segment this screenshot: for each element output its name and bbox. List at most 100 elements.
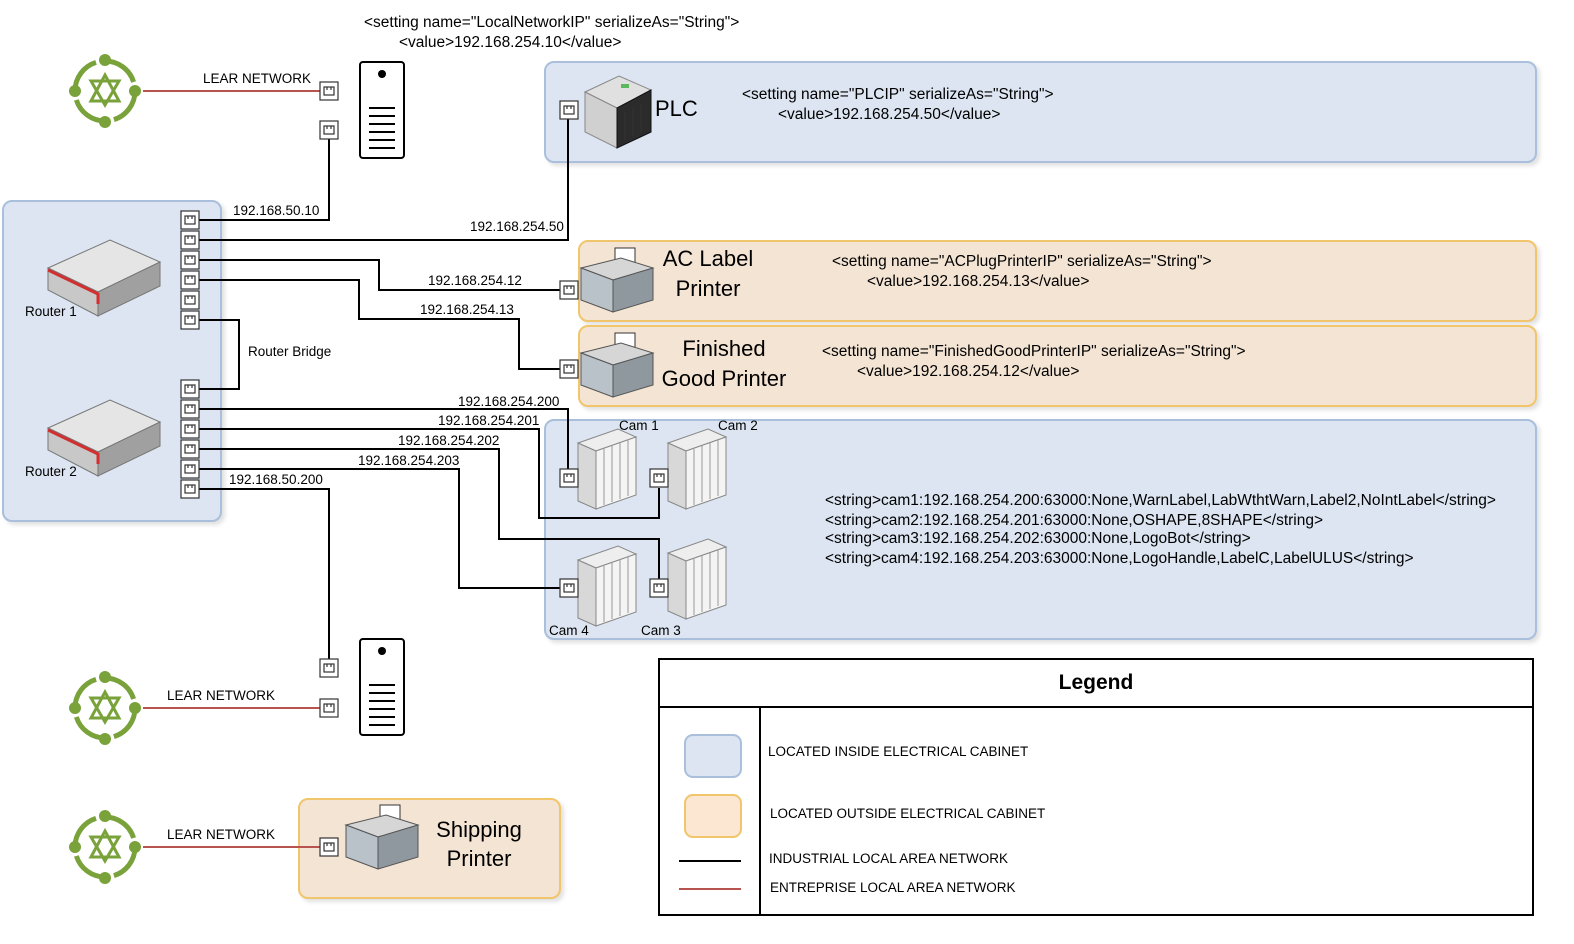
shipping-printer-label-line2: Printer [446,846,512,871]
cam4-label: Cam 4 [549,623,589,638]
camera-icon-1 [576,428,638,510]
port-icon [180,230,200,250]
network-label-top: LEAR NETWORK [203,71,312,86]
ac-printer-label-line2: Printer [675,276,741,301]
router-icon-2 [46,399,162,477]
ac-printer-xml-line1: <setting name="ACPlugPrinterIP" serializ… [832,253,1212,270]
ip-ac-printer: 192.168.254.12 [428,273,522,288]
link-router2-cam3 [199,448,660,580]
port-icon [559,468,579,488]
port-icon [559,100,579,120]
fg-printer-label-line1: Finished [682,336,766,361]
ac-printer-label-line1: AC Label [662,246,754,271]
port-icon [559,578,579,598]
link-router2-cam1 [199,408,569,469]
fg-printer-label-line2: Good Printer [661,366,787,391]
plc-icon [583,75,653,149]
port-icon [180,250,200,270]
camera-icon-4 [576,545,638,627]
legend-divider [759,706,761,914]
camera-icon-3 [666,538,728,620]
fg-printer-xml-line2: <value>192.168.254.12</value> [857,363,1080,380]
server-top-xml-line2: <value>192.168.254.10</value> [399,34,622,51]
link-router2-cam4 [199,468,560,589]
network-label-middle: LEAR NETWORK [167,688,276,703]
fg-printer-xml-line1: <setting name="FinishedGoodPrinterIP" se… [822,343,1246,360]
plc-xml-line1: <setting name="PLCIP" serializeAs="Strin… [742,86,1054,103]
camera-config-line2: <string>cam2:192.168.254.201:63000:None,… [825,512,1324,529]
port-icon [180,419,200,439]
printer-icon-fg [579,332,655,398]
port-icon [319,658,339,678]
ac-label-printer-zone [578,240,1537,322]
legend-swatch-outside [684,794,742,838]
legend-swatch-inside [684,734,742,778]
port-icon [180,310,200,330]
cam3-label: Cam 3 [641,623,681,638]
printer-icon-shipping [344,804,420,870]
port-icon [180,399,200,419]
camera-icon-2 [666,428,728,510]
legend-enterprise-label: ENTREPRISE LOCAL AREA NETWORK [770,880,1016,895]
network-icon-middle [69,671,141,745]
camera-config-line3: <string>cam3:192.168.254.202:63000:None,… [825,530,1251,547]
port-icon [180,439,200,459]
port-icon [649,468,669,488]
ac-printer-xml-line2: <value>192.168.254.13</value> [867,273,1090,290]
port-icon [180,459,200,479]
router-bridge-label: Router Bridge [248,344,332,359]
ip-plc: 192.168.254.50 [470,219,564,234]
port-icon [649,578,669,598]
camera-config-line4: <string>cam4:192.168.254.203:63000:None,… [825,550,1414,567]
link-router1-ac-printer [199,259,560,291]
plc-label: PLC [655,96,698,121]
port-icon [319,81,339,101]
link-router1-plc [199,119,569,241]
server-icon-bottom [359,638,405,736]
ip-cam4: 192.168.254.203 [358,453,460,468]
plc-zone [544,61,1537,163]
legend-industrial-label: INDUSTRIAL LOCAL AREA NETWORK [769,851,1009,866]
cam1-label: Cam 1 [619,418,659,433]
legend-outside-label: LOCATED OUTSIDE ELECTRICAL CABINET [770,806,1046,821]
camera-config-line1: <string>cam1:192.168.254.200:63000:None,… [825,492,1496,509]
router2-label: Router 2 [25,464,77,479]
port-icon [180,479,200,499]
ip-cam1: 192.168.254.200 [458,394,560,409]
port-icon [180,290,200,310]
ip-cam2: 192.168.254.201 [438,413,540,428]
shipping-printer-label-line1: Shipping [436,817,522,842]
shipping-printer-zone [298,798,561,899]
port-icon [180,210,200,230]
network-icon-top [69,54,141,128]
finished-good-printer-zone [578,325,1537,407]
port-icon [319,120,339,140]
legend-line-enterprise [679,888,741,890]
port-icon [559,359,579,379]
ip-cam3: 192.168.254.202 [398,433,500,448]
network-icon-bottom [69,810,141,884]
link-router1-server [199,139,330,221]
port-icon [319,698,339,718]
printer-icon-ac [579,247,655,313]
router-icon-1 [46,239,162,317]
plc-xml-line2: <value>192.168.254.50</value> [778,106,1001,123]
port-icon [319,837,339,857]
network-label-bottom: LEAR NETWORK [167,827,276,842]
port-icon [180,379,200,399]
router1-label: Router 1 [25,304,77,319]
link-router-bridge [199,319,240,390]
legend: Legend LOCATED INSIDE ELECTRICAL CABINET… [658,658,1534,916]
ip-r2-server: 192.168.50.200 [229,472,323,487]
legend-line-industrial [679,860,741,862]
server-top-xml-line1: <setting name="LocalNetworkIP" serialize… [364,14,740,31]
link-router2-server [199,488,330,659]
link-router2-cam2 [199,428,660,519]
server-icon-top [359,61,405,159]
port-icon [559,280,579,300]
cam2-label: Cam 2 [718,418,758,433]
ip-r1-server: 192.168.50.10 [233,203,320,218]
port-icon [180,270,200,290]
legend-title: Legend [660,660,1532,708]
